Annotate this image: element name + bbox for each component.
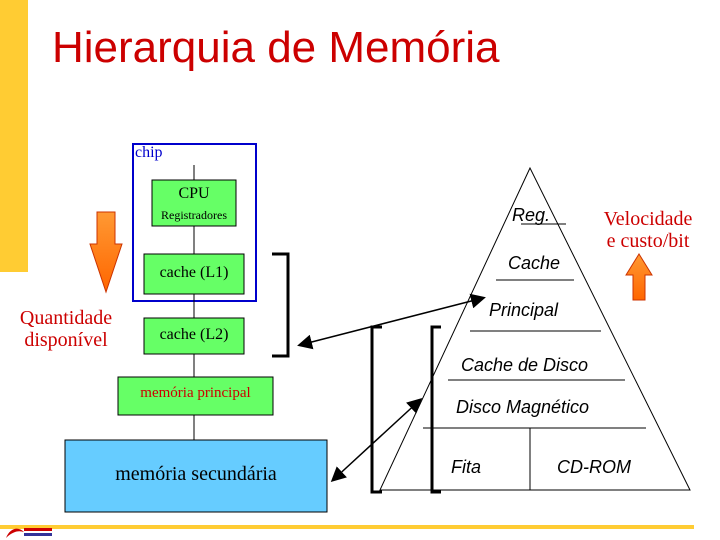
cache-l1-label: cache (L1) [159, 264, 229, 281]
main-memory-label: memória principal [140, 385, 251, 401]
footer-line [0, 525, 694, 529]
cpu-box [151, 179, 237, 227]
down-arrow-icon [89, 211, 123, 294]
cache-l1-box [143, 253, 245, 295]
pyramid-level-cdrom: CD-ROM [557, 457, 631, 477]
chip-label: chip [135, 144, 163, 161]
bidirectional-arrow-icon [330, 397, 423, 483]
pyramid-level-disk-cache: Cache de Disco [461, 355, 589, 375]
pyramid-level-magnetic-disk: Disco Magnético [456, 397, 590, 417]
speed-cost-label-line2: e custo/bit [606, 230, 690, 252]
quantity-label: Quantidade disponível [2, 307, 130, 351]
pyramid-level-cache: Cache [508, 253, 561, 273]
pyramid-level-main: Principal [489, 300, 559, 320]
cache-l2-label: cache (L2) [159, 326, 229, 343]
registers-label: Registradores [161, 208, 227, 222]
memory-pyramid [379, 166, 691, 491]
pyramid-level-registers: Reg. [512, 205, 551, 225]
secondary-bracket [370, 325, 382, 494]
speed-cost-label-line1: Velocidade [603, 208, 693, 230]
speed-cost-label: Velocidade e custo/bit [588, 208, 708, 252]
accent-bar [0, 0, 28, 272]
cpu-label: CPU [178, 185, 210, 202]
bidirectional-arrow-icon [297, 293, 486, 350]
quantity-label-line2: disponível [24, 329, 108, 351]
pyramid-level-tape: Fita [451, 457, 482, 477]
secondary-memory-box [64, 439, 328, 513]
page-title: Hierarquia de Memória [52, 23, 500, 72]
cache-bracket [272, 252, 290, 358]
secondary-memory-label: memória secundária [115, 463, 277, 485]
disk-bracket [430, 325, 441, 494]
up-arrow-icon [625, 253, 653, 301]
cache-l2-box [143, 317, 245, 355]
logo-icon [6, 528, 52, 538]
main-memory-box [117, 376, 274, 416]
quantity-label-line1: Quantidade [19, 307, 113, 329]
